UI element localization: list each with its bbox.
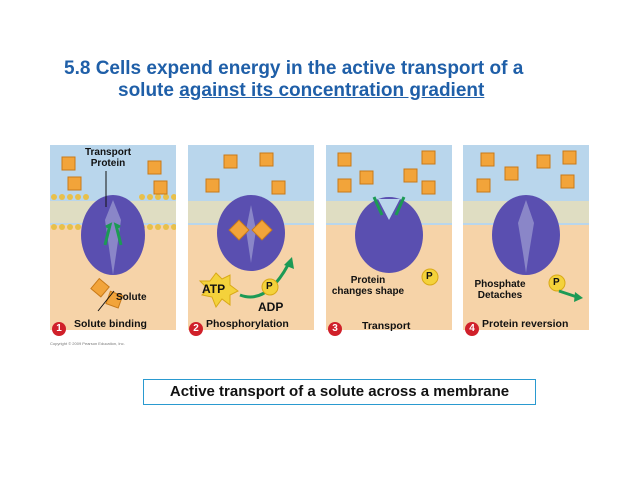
title-line-2: solute against its concentration gradien… — [118, 80, 638, 102]
phosphate-label-3: P — [426, 271, 433, 282]
title-line-1: 5.8 Cells expend energy in the active tr… — [64, 58, 524, 79]
step-3-badge: 3 — [328, 322, 342, 336]
step-2-caption: Phosphorylation — [206, 318, 289, 330]
step-3-caption: Transport — [362, 320, 411, 332]
phosphate-label-4: P — [553, 277, 560, 288]
step-1-badge: 1 — [52, 322, 66, 336]
step-2-badge: 2 — [189, 322, 203, 336]
panel-4-protein-reversion: P Phosphate Detaches — [463, 145, 589, 330]
title-underlined: against its concentration gradient — [179, 80, 485, 101]
panel-1-solute-binding: Transport Protein Solute — [50, 145, 176, 330]
adp-label: ADP — [258, 300, 284, 314]
footer-caption-box: Active transport of a solute across a me… — [143, 379, 536, 405]
panel-2-phosphorylation: ATP P ADP — [188, 145, 314, 330]
copyright-notice: Copyright © 2009 Pearson Education, Inc. — [50, 341, 125, 346]
solute-label: Solute — [116, 292, 147, 303]
phosphate-detaches-label: Phosphate Detaches — [474, 279, 526, 301]
step-4-badge: 4 — [465, 322, 479, 336]
step-1-caption: Solute binding — [74, 318, 147, 330]
protein-changes-shape-label: Protein changes shape — [331, 275, 405, 297]
step-4-caption: Protein reversion — [482, 318, 569, 330]
atp-label: ATP — [202, 282, 226, 296]
title-prefix: solute — [118, 80, 180, 101]
phosphate-label-2: P — [266, 281, 273, 292]
transport-protein-label: Transport Protein — [84, 147, 132, 169]
panel-3-transport: P Protein changes shape — [326, 145, 452, 330]
